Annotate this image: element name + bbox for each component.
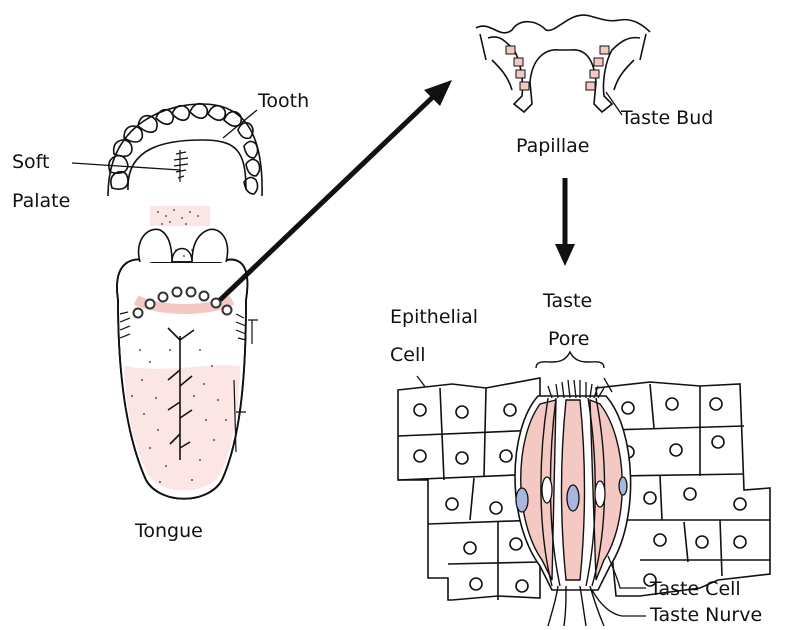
taste-nurve-label: Taste Nurve [650,604,762,626]
papillae [476,15,650,112]
tongue [117,229,258,498]
papillae-label: Papillae [516,135,589,157]
taste-label: Taste [543,290,592,312]
pore-label: Pore [548,328,590,350]
arrow-papillae-to-budcell [555,178,575,266]
taste-pore-brace [536,352,604,368]
tooth-shapes [109,104,260,194]
palate-stipple [150,206,210,226]
tooth-label: Tooth [258,90,309,112]
tongue-label: Tongue [135,520,203,542]
arrow-tongue-to-papillae [220,80,452,300]
cell-label: Cell [390,344,426,366]
taste-cell-label: Taste Cell [650,578,741,600]
palate-label: Palate [12,190,70,212]
teeth-arch [108,104,262,196]
soft-label: Soft [12,151,50,173]
taste-bud-label: Taste Bud [621,107,713,129]
epithelial-label: Epithelial [390,306,478,328]
taste-nerve [548,586,604,626]
